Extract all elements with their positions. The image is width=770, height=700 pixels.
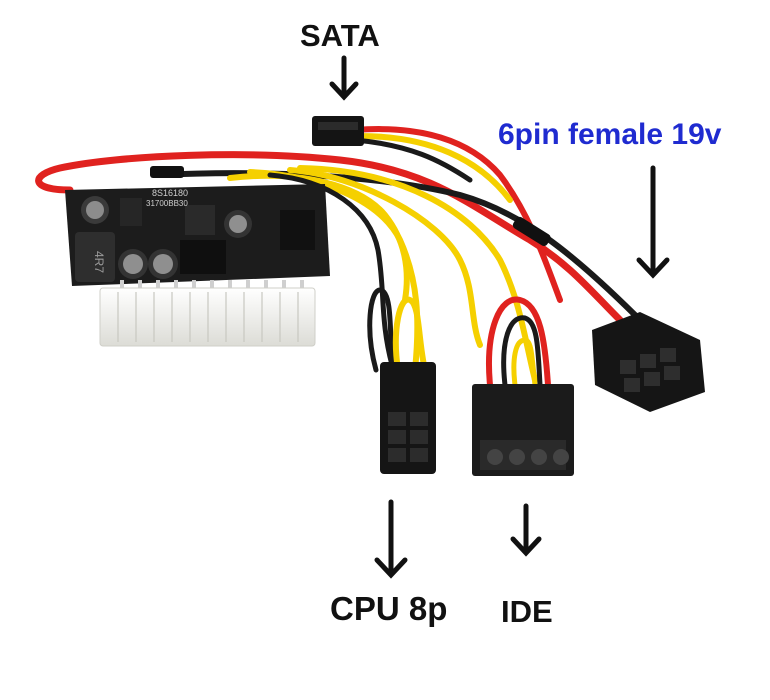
ic-chip — [180, 240, 226, 274]
wire-cpu-loop-yellow — [392, 296, 428, 373]
atx-24pin-connector — [99, 287, 316, 347]
pcb-board: 4R7 8S16180 31700BB30 — [65, 184, 330, 290]
ide-molex-connector — [472, 384, 574, 476]
arrow-6pin — [636, 165, 670, 279]
label-ide: IDE — [501, 594, 553, 629]
wire-yellow-ide — [297, 165, 538, 383]
arrow-cpu — [374, 499, 408, 579]
wire-yellow-3 — [287, 167, 483, 348]
svg-text:4R7: 4R7 — [92, 251, 106, 273]
arrow-sata — [329, 55, 359, 101]
sata-connector — [312, 116, 364, 146]
cpu-8pin-connector — [380, 362, 436, 474]
wire-ide-loop-red — [486, 296, 551, 388]
pcie-6pin-connector — [592, 312, 705, 412]
arrow-ide — [510, 503, 542, 557]
wire-sata-yellow — [352, 132, 513, 203]
wire-sata-black — [352, 137, 473, 183]
label-cpu-8p: CPU 8p — [330, 590, 448, 627]
svg-text:31700BB30: 31700BB30 — [146, 199, 188, 208]
wire-ide-yellow — [511, 337, 538, 388]
mosfet — [185, 205, 215, 235]
wire-cpu-loop-black — [367, 287, 395, 373]
wire-ide-loop-black — [501, 315, 543, 388]
heat-shrink-left — [150, 166, 184, 178]
label-6pin-female-19v: 6pin female 19v — [498, 118, 722, 151]
wire-harness — [35, 126, 643, 388]
svg-text:8S16180: 8S16180 — [152, 188, 188, 198]
wire-sata-red — [352, 126, 563, 303]
heat-shrink-right — [512, 216, 551, 247]
wire-red-6pin-left — [35, 151, 624, 324]
inductor — [75, 232, 115, 282]
label-sata: SATA — [300, 18, 380, 53]
